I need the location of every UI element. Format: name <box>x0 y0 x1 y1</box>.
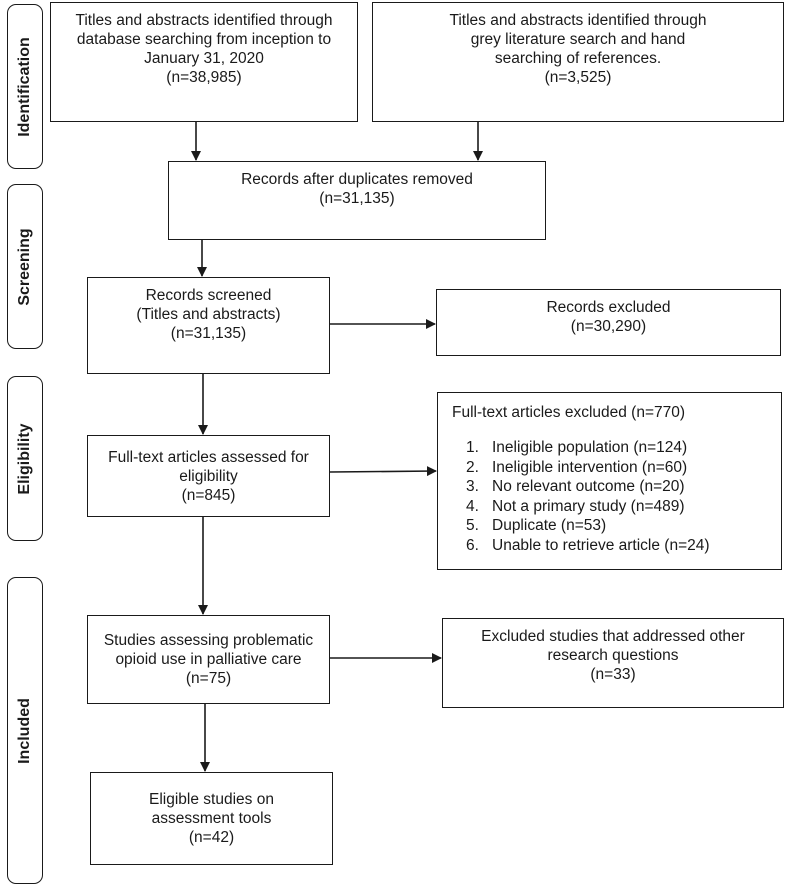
box-eligible-studies: Eligible studies on assessment tools (n=… <box>90 772 333 865</box>
stage-label-screening: Screening <box>7 184 43 349</box>
exclusion-reason-text: Not a primary study (n=489) <box>492 497 685 515</box>
box-excluded-other-questions-line-3: (n=33) <box>590 666 636 683</box>
box-records-excluded: Records excluded (n=30,290) <box>436 289 781 356</box>
exclusion-reason-number: 4. <box>466 497 479 515</box>
box-studies-assessing-line-3: (n=75) <box>185 670 232 687</box>
exclusion-reason-text: Duplicate (n=53) <box>492 517 607 534</box>
box-database-search-line-3: January 31, 2020 <box>144 50 264 67</box>
box-database-search-line-2: database searching from inception to <box>76 31 332 48</box>
box-records-screened: Records screened (Titles and abstracts) … <box>87 277 330 374</box>
box-studies-assessing-line-2: opioid use in palliative care <box>115 651 302 668</box>
box-studies-assessing: Studies assessing problematic opioid use… <box>87 615 330 704</box>
exclusion-reason-text: No relevant outcome (n=20) <box>492 478 685 495</box>
exclusion-reason-text: Unable to retrieve article (n=24) <box>492 536 710 554</box>
exclusion-reason-text: Ineligible intervention (n=60) <box>492 458 688 476</box>
box-database-search: Titles and abstracts identified through … <box>50 2 358 122</box>
box-duplicates-removed: Records after duplicates removed (n=31,1… <box>168 161 546 240</box>
box-excluded-other-questions-line-1: Excluded studies that addressed other <box>481 628 745 645</box>
box-records-excluded-line-1: Records excluded <box>546 299 671 316</box>
exclusion-reason-list: 1. Ineligible population (n=124) 2. Inelig… <box>466 438 710 555</box>
box-studies-assessing-line-1: Studies assessing problematic <box>103 632 314 649</box>
exclusion-reason-item: 4. Not a primary study (n=489) <box>466 497 710 517</box>
box-database-search-line-4: (n=38,985) <box>166 69 242 86</box>
box-records-screened-line-3: (n=31,135) <box>170 325 247 342</box>
stage-label-identification: Identification <box>7 4 43 169</box>
box-grey-literature-line-4: (n=3,525) <box>544 69 612 86</box>
exclusion-reason-item: 2. Ineligible intervention (n=60) <box>466 458 710 478</box>
box-eligible-studies-line-1: Eligible studies on <box>149 791 274 808</box>
exclusion-reason-item: 6. Unable to retrieve article (n=24) <box>466 536 710 556</box>
box-records-screened-line-2: (Titles and abstracts) <box>136 306 281 323</box>
fulltext-excluded-title: Full-text articles excluded (n=770) <box>452 404 686 421</box>
box-duplicates-removed-line-1: Records after duplicates removed <box>241 171 473 188</box>
box-records-excluded-line-2: (n=30,290) <box>570 318 647 335</box>
box-grey-literature-line-2: grey literature search and hand <box>470 31 686 48</box>
exclusion-reason-number: 1. <box>466 439 479 456</box>
exclusion-reason-text: Ineligible population (n=124) <box>492 439 688 456</box>
stage-label-included: Included <box>7 577 43 884</box>
box-excluded-other-questions-line-2: research questions <box>547 647 679 664</box>
stage-label-eligibility: Eligibility <box>7 376 43 541</box>
box-eligible-studies-line-2: assessment tools <box>151 810 272 827</box>
exclusion-reason-item: 5. Duplicate (n=53) <box>466 516 710 536</box>
box-grey-literature-line-3: searching of references. <box>494 50 662 67</box>
box-fulltext-assessed-line-2: eligibility <box>179 467 238 485</box>
exclusion-reason-number: 3. <box>466 478 479 495</box>
exclusion-reason-number: 2. <box>466 458 479 476</box>
exclusion-reason-item: 1. Ineligible population (n=124) <box>466 438 710 458</box>
arrow-fulltext-to-excluded <box>329 466 437 477</box>
exclusion-reason-item: 3. No relevant outcome (n=20) <box>466 477 710 497</box>
box-records-screened-line-1: Records screened <box>145 287 272 304</box>
exclusion-reason-number: 6. <box>466 536 479 554</box>
box-eligible-studies-line-3: (n=42) <box>188 829 235 846</box>
box-fulltext-assessed-line-3: (n=845) <box>181 486 236 504</box>
box-duplicates-removed-line-2: (n=31,135) <box>319 190 395 207</box>
box-grey-literature-line-1: Titles and abstracts identified through <box>449 12 707 29</box>
exclusion-reason-number: 5. <box>466 517 479 534</box>
box-excluded-other-questions: Excluded studies that addressed other re… <box>442 618 784 708</box>
box-database-search-line-1: Titles and abstracts identified through <box>75 12 333 29</box>
box-grey-literature: Titles and abstracts identified through … <box>372 2 784 122</box>
box-fulltext-assessed: Full-text articles assessed for eligibil… <box>87 435 330 517</box>
box-fulltext-excluded: Full-text articles excluded (n=770) 1. In… <box>437 392 782 570</box>
box-fulltext-assessed-line-1: Full-text articles assessed for <box>108 448 309 466</box>
